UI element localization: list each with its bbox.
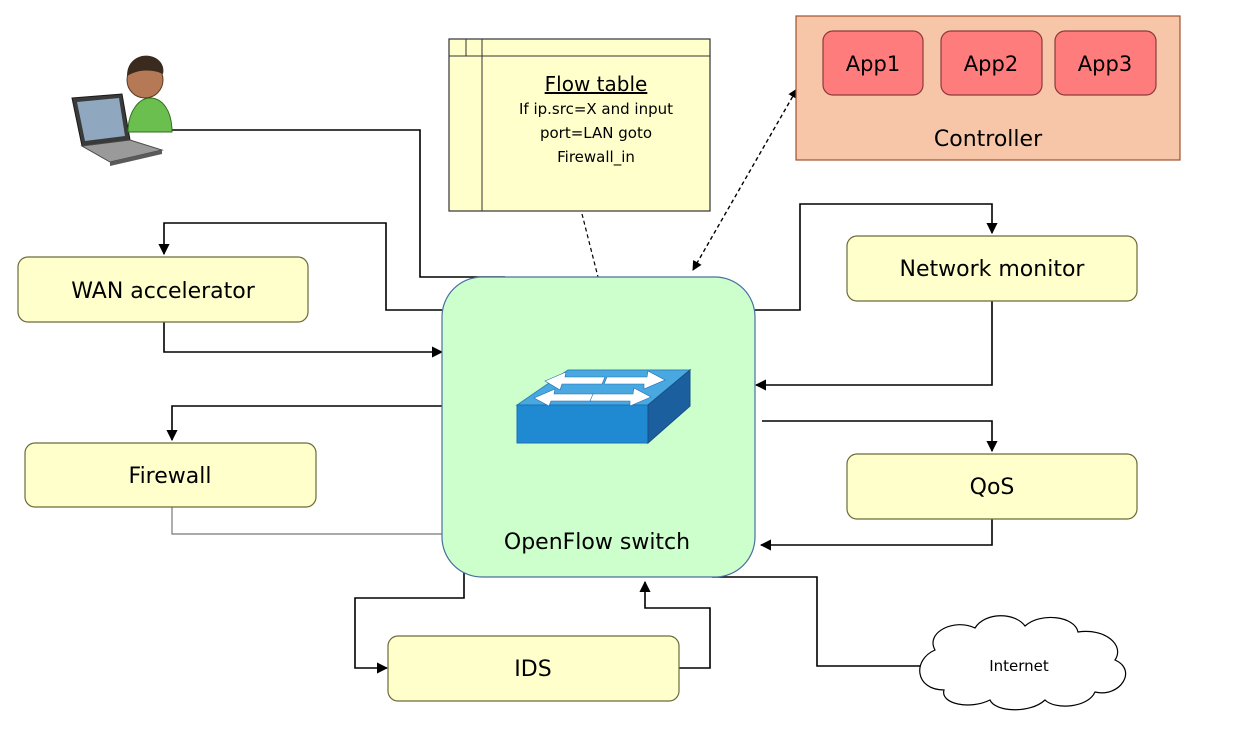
qos-label: QoS — [970, 475, 1015, 500]
openflow-switch: OpenFlow switch — [441, 276, 756, 578]
firewall-label: Firewall — [129, 464, 212, 489]
switch-to-ids-line — [354, 572, 465, 674]
switch-to-netmon-line — [755, 203, 998, 311]
switch-to-qos-line — [762, 420, 998, 453]
flow-table-line-2: port=LAN goto — [540, 124, 652, 142]
firewall-box: Firewall — [24, 442, 317, 508]
connectors — [158, 88, 998, 674]
app2-label: App2 — [964, 52, 1018, 76]
app3-box — [1054, 30, 1157, 96]
app1-label: App1 — [846, 52, 900, 76]
switch-to-internet-line — [712, 576, 925, 667]
netmon-to-switch-line — [754, 301, 993, 391]
network-monitor-label: Network monitor — [900, 257, 1086, 282]
app1-box — [822, 30, 924, 96]
flow-table-title: Flow table — [545, 72, 648, 96]
controller-label: Controller — [934, 127, 1043, 152]
ids-to-switch-line — [639, 580, 711, 669]
qos-to-switch-line — [759, 519, 993, 551]
switch-to-firewall-line — [166, 405, 442, 442]
flow-table-line-3: Firewall_in — [557, 148, 635, 167]
network-monitor-box: Network monitor — [846, 235, 1138, 302]
qos-box: QoS — [846, 453, 1138, 520]
switch-to-wan-line — [158, 222, 442, 311]
controller: App1 App2 App3 Controller — [795, 15, 1181, 161]
flow-table: Flow table If ip.src=X and input port=LA… — [448, 38, 711, 212]
ids-label: IDS — [514, 657, 551, 682]
firewall-return-line — [171, 507, 442, 535]
flow-table-link-line — [581, 213, 599, 278]
user-laptop-icon — [71, 55, 173, 166]
wan-accelerator-box: WAN accelerator — [17, 256, 309, 323]
ids-box: IDS — [387, 635, 680, 702]
app2-box — [940, 30, 1043, 96]
internet-label: Internet — [989, 657, 1049, 675]
switch-label: OpenFlow switch — [504, 530, 690, 555]
app3-label: App3 — [1078, 52, 1132, 76]
wan-accelerator-label: WAN accelerator — [71, 279, 256, 304]
internet-cloud: Internet — [919, 615, 1127, 711]
switch-icon — [515, 368, 692, 445]
flow-table-line-1: If ip.src=X and input — [519, 100, 673, 118]
wan-to-switch-line — [163, 322, 444, 358]
laptop-to-switch-line — [165, 129, 505, 278]
